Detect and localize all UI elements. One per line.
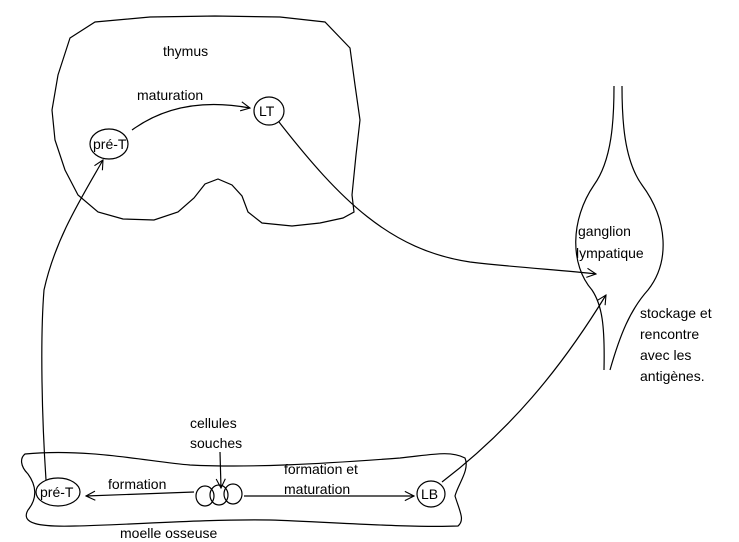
stem-cell-3 xyxy=(224,484,242,504)
stem-cells-pointer xyxy=(220,452,221,488)
lt-node-label: LT xyxy=(259,103,275,119)
maturation-arrow xyxy=(132,104,250,130)
stem-cells-label-1: cellules xyxy=(190,415,237,431)
storage-line-4: antigènes. xyxy=(640,368,705,384)
storage-line-2: rencontre xyxy=(640,326,699,342)
bone-outline xyxy=(22,453,467,527)
formation-label: formation xyxy=(108,476,166,492)
lt-to-ganglion-arrow xyxy=(279,122,596,274)
maturation-label: maturation xyxy=(137,87,203,103)
pre-t-marrow-label: pré-T xyxy=(40,484,74,500)
formation-maturation-label-2: maturation xyxy=(284,481,350,497)
ganglion-label-2: lympatique xyxy=(576,245,644,261)
formation-arrow xyxy=(86,492,194,496)
marrow-label: moelle osseuse xyxy=(120,525,217,541)
stem-cells-label-2: souches xyxy=(190,435,242,451)
formation-maturation-label-1: formation et xyxy=(284,461,358,477)
lb-node-label: LB xyxy=(421,486,438,502)
pre-t-thymus-label: pré-T xyxy=(93,136,127,152)
thymus-label: thymus xyxy=(163,43,208,59)
storage-line-1: stockage et xyxy=(640,305,712,321)
storage-line-3: avec les xyxy=(640,347,691,363)
ganglion-label-1: ganglion xyxy=(578,223,631,239)
lb-to-ganglion-arrow xyxy=(442,295,606,482)
